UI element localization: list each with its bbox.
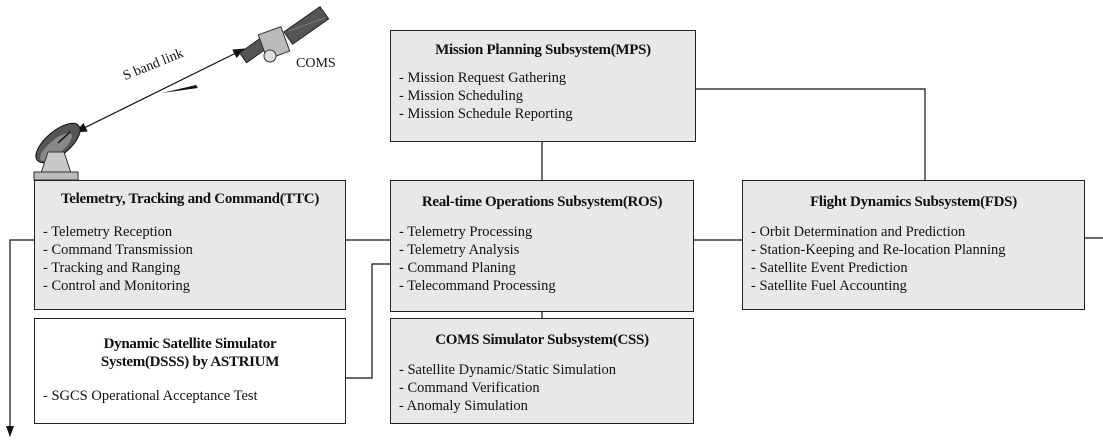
ttc-item: - Telemetry Reception <box>43 224 173 240</box>
fds-box: Flight Dynamics Subsystem(FDS) - Orbit D… <box>742 180 1085 310</box>
dsss-title-line2: System(DSSS) by ASTRIUM <box>100 354 280 370</box>
coms-label: COMS <box>296 56 336 71</box>
fds-item: - Orbit Determination and Prediction <box>751 224 966 240</box>
fds-title: Flight Dynamics Subsystem(FDS) <box>810 194 1017 210</box>
ttc-title: Telemetry, Tracking and Command(TTC) <box>60 191 320 207</box>
fds-item: - Satellite Event Prediction <box>751 260 908 276</box>
css-title: COMS Simulator Subsystem(CSS) <box>435 332 649 348</box>
ttc-item: - Control and Monitoring <box>43 278 191 294</box>
ttc-item: - Tracking and Ranging <box>43 260 181 276</box>
satellite-icon <box>238 5 330 64</box>
dsss-title-line1: Dynamic Satellite Simulator <box>103 336 277 352</box>
mps-title: Mission Planning Subsystem(MPS) <box>435 42 651 58</box>
antenna-dish-icon <box>33 122 81 181</box>
dsss-item: - SGCS Operational Acceptance Test <box>43 388 258 404</box>
css-item: - Command Verification <box>399 380 540 396</box>
ros-item: - Telemetry Processing <box>399 224 533 240</box>
ros-title: Real-time Operations Subsystem(ROS) <box>421 194 663 210</box>
css-box: COMS Simulator Subsystem(CSS) - Satellit… <box>390 318 694 424</box>
mps-item: - Mission Scheduling <box>399 88 524 104</box>
ttc-item: - Command Transmission <box>43 242 193 258</box>
ros-item: - Telecommand Processing <box>399 278 556 294</box>
css-item: - Anomaly Simulation <box>399 398 528 414</box>
mps-item: - Mission Request Gathering <box>399 70 567 86</box>
css-item: - Satellite Dynamic/Static Simulation <box>399 362 617 378</box>
ttc-box: Telemetry, Tracking and Command(TTC) - T… <box>34 180 346 310</box>
ros-item: - Command Planing <box>399 260 516 276</box>
mps-item: - Mission Schedule Reporting <box>399 106 573 122</box>
fds-item: - Satellite Fuel Accounting <box>751 278 907 294</box>
mps-box: Mission Planning Subsystem(MPS) - Missio… <box>390 30 696 142</box>
dsss-box: Dynamic Satellite Simulator System(DSSS)… <box>34 318 346 424</box>
fds-item: - Station-Keeping and Re-location Planni… <box>751 242 1006 258</box>
ros-item: - Telemetry Analysis <box>399 242 520 258</box>
ros-box: Real-time Operations Subsystem(ROS) - Te… <box>390 180 694 312</box>
